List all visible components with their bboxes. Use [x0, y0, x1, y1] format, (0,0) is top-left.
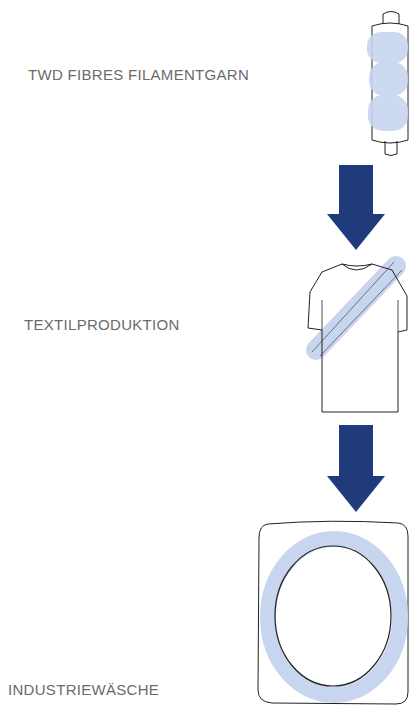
- stage-label: TEXTILPRODUKTION: [24, 316, 180, 334]
- arrow-head: [327, 476, 385, 512]
- yarn-spool: [367, 12, 408, 156]
- flow-arrow: [327, 165, 385, 250]
- flow-arrow: [327, 425, 385, 512]
- arrow-head: [327, 214, 385, 250]
- stage-label: TWD FIBRES FILAMENTGARN: [28, 66, 249, 84]
- stage-label: INDUSTRIEWÄSCHE: [8, 681, 159, 699]
- washing-machine: [258, 521, 408, 704]
- stage-node: INDUSTRIEWÄSCHE: [4, 518, 412, 706]
- arrow-shaft: [339, 165, 373, 215]
- t-shirt: [308, 262, 407, 412]
- arrow-shaft: [339, 425, 373, 477]
- stage-node: TEXTILPRODUKTION: [16, 256, 412, 418]
- stage-node: TWD FIBRES FILAMENTGARN: [20, 8, 412, 158]
